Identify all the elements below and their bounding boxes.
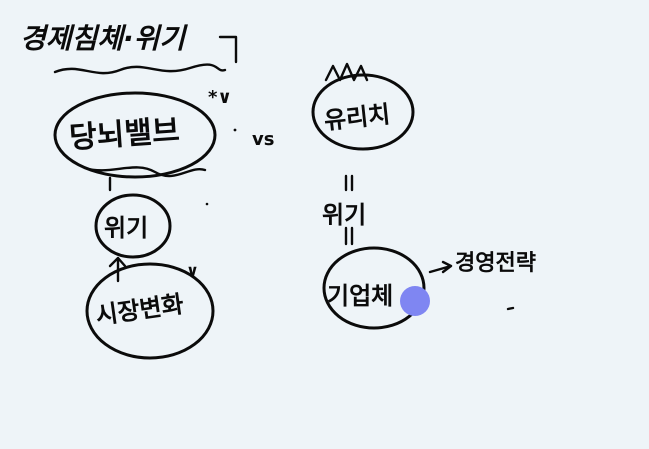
left-middle-circle (94, 193, 172, 259)
left-middle-circle-label: 위기 (104, 214, 148, 242)
right-arrow-target-label: 경영전략 (455, 251, 536, 276)
vs-label: vs (252, 129, 274, 150)
left-top-oval (53, 91, 217, 179)
left-top-oval-underline (83, 166, 207, 178)
right-connector-2 (344, 226, 354, 246)
right-connector-1 (344, 174, 354, 192)
pen-cursor-dot[interactable] (400, 286, 430, 316)
heading-underline (53, 63, 227, 75)
top-heading: 경제침체·위기 (20, 22, 188, 55)
right-top-crown (324, 62, 369, 82)
small-v-mark: ∨ (186, 261, 199, 280)
right-bottom-oval (322, 246, 426, 330)
heading-bracket (218, 35, 238, 64)
star-mark: *∨ (208, 87, 232, 108)
right-top-oval-label: 유리치 (323, 100, 392, 135)
left-bottom-oval-label: 시장변화 (94, 290, 185, 330)
left-bottom-oval (85, 262, 215, 360)
left-top-oval-label: 당뇌밸브 (68, 113, 181, 156)
right-top-oval (311, 73, 415, 151)
right-middle-label: 위기 (322, 201, 366, 229)
right-arrow (428, 260, 453, 274)
right-bottom-oval-label: 기업체 (327, 282, 393, 310)
